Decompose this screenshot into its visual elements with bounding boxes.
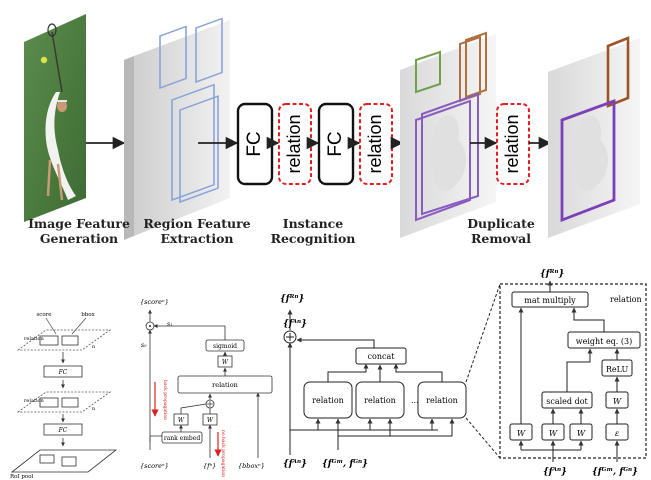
relation-label: relation <box>284 114 304 173</box>
relation-label: relation <box>502 114 522 173</box>
wq-label: W <box>549 429 558 438</box>
concat-box <box>355 347 407 365</box>
relation-head-label: relation <box>364 396 396 405</box>
detections-slab <box>400 31 496 238</box>
relation-detail-title: relation <box>610 295 642 304</box>
stage-caption-line2: Removal <box>470 231 532 246</box>
fr-output-label: {fᴿⁿ} <box>280 294 304 304</box>
concat-label: concat <box>368 352 396 361</box>
relation-label: relation <box>365 114 385 173</box>
eg-label: ε <box>615 429 619 438</box>
relation-box-2: relation <box>359 103 393 185</box>
relation-small-label: relation <box>24 398 45 404</box>
ws-box <box>217 355 233 368</box>
fc-small-label: FC <box>58 369 68 376</box>
s1-label: s₁ <box>167 321 172 328</box>
relu-label: ReLU <box>606 365 629 374</box>
pipeline-diagram: FC relation FC relation <box>24 14 640 240</box>
fc-small-box <box>43 423 83 436</box>
weight-label: weight eq. (3) <box>576 337 632 346</box>
fc-label: FC <box>244 131 265 156</box>
relation-wide-box <box>177 375 273 394</box>
wv-label: W <box>517 429 526 438</box>
fc-small-box <box>43 365 83 378</box>
relation-box-1: relation <box>278 103 312 185</box>
final-detections-slab <box>548 36 640 238</box>
fc-box-2: FC <box>317 102 355 186</box>
relation-plane <box>16 391 112 413</box>
scaled-dot-label: scaled dot <box>546 397 588 406</box>
score-top-label: {scoreⁿ} <box>140 298 169 306</box>
relation-head-label: relation <box>426 396 458 405</box>
mat-multiply-label: mat multiply <box>524 296 576 305</box>
relation-box-3: relation <box>496 103 530 185</box>
stage-caption-image-feature: Image Feature Generation <box>22 216 136 246</box>
score-input-label: {scoreⁿ} <box>140 462 169 470</box>
fc-box-1: FC <box>236 102 274 186</box>
n-label: n <box>92 344 96 350</box>
wk-label: W <box>577 429 586 438</box>
sigmoid-box <box>205 339 245 352</box>
n-label: n <box>92 406 96 412</box>
relation-head-label: relation <box>312 396 344 405</box>
fc-label: FC <box>325 131 346 156</box>
relation-small-label: relation <box>24 336 45 342</box>
score-label: score <box>36 312 51 318</box>
relation-module-diagram: {fᴿⁿ} concat relation relation ... relat… <box>280 283 501 469</box>
bbox-input-label: {bboxⁿ} <box>238 462 265 470</box>
relation-detail-diagram: relation {fᴿⁿ} mat multiply weight eq. (… <box>499 269 647 477</box>
stage-caption-line1: Region Feature <box>143 216 251 231</box>
no-backprop-label: no back propagation <box>220 430 226 477</box>
ws-label: W <box>222 359 229 366</box>
stage-caption-line2: Recognition <box>270 231 356 246</box>
stage-caption-line1: Image Feature <box>28 216 130 231</box>
stage-caption-instance-recognition: Instance Recognition <box>258 216 368 246</box>
network-stack-diagram: score bbox relation n FC relation n FC R… <box>10 312 118 480</box>
roi-pool-plane <box>10 449 118 473</box>
relation-detail-frame <box>499 283 647 459</box>
wf-label: W <box>178 417 185 424</box>
stage-caption-line1: Instance <box>282 216 344 231</box>
stage-caption-line2: Generation <box>39 231 119 246</box>
stage-caption-line2: Extraction <box>160 231 234 246</box>
fa-bottom-label: {fᴬⁿ} <box>283 459 307 469</box>
duplicate-removal-diagram: {scoreⁿ} s₁ s₀ sigmoid W relation W W ra… <box>140 298 273 477</box>
mat-multiply-box <box>511 291 589 308</box>
relation-wide-label: relation <box>212 381 238 389</box>
stage-caption-line1: Duplicate <box>467 216 535 231</box>
feature-map-slab <box>124 17 230 240</box>
wr-label: W <box>207 417 214 424</box>
rank-embed-label: rank embed <box>164 435 200 442</box>
backprop-label: back propagation <box>162 380 168 420</box>
tennis-photo <box>24 14 86 222</box>
fg-detail-label: {fᴳᵐ, fᴳⁿ} <box>592 467 638 477</box>
wg-label: W <box>613 397 622 406</box>
ellipsis-label: ... <box>411 396 419 405</box>
fc-small-label: FC <box>58 427 68 434</box>
fr-detail-label: {fᴿⁿ} <box>540 269 564 279</box>
s0-label: s₀ <box>141 342 147 349</box>
fn-label: {fⁿ} <box>203 462 216 470</box>
stage-caption-region-feature: Region Feature Extraction <box>140 216 254 246</box>
roi-pool-label: RoI pool <box>10 474 34 480</box>
rank-embed-box <box>161 431 203 444</box>
fg-input-label: {fᴳᵐ, fᴳⁿ} <box>322 459 368 469</box>
bbox-label: bbox <box>81 312 95 318</box>
relation-plane <box>16 329 112 351</box>
fa-detail-label: {fᴬⁿ} <box>543 467 567 477</box>
stage-caption-duplicate-removal: Duplicate Removal <box>446 216 556 246</box>
sigmoid-label: sigmoid <box>213 343 237 350</box>
fa-top-label: {fᴬⁿ} <box>283 319 307 329</box>
